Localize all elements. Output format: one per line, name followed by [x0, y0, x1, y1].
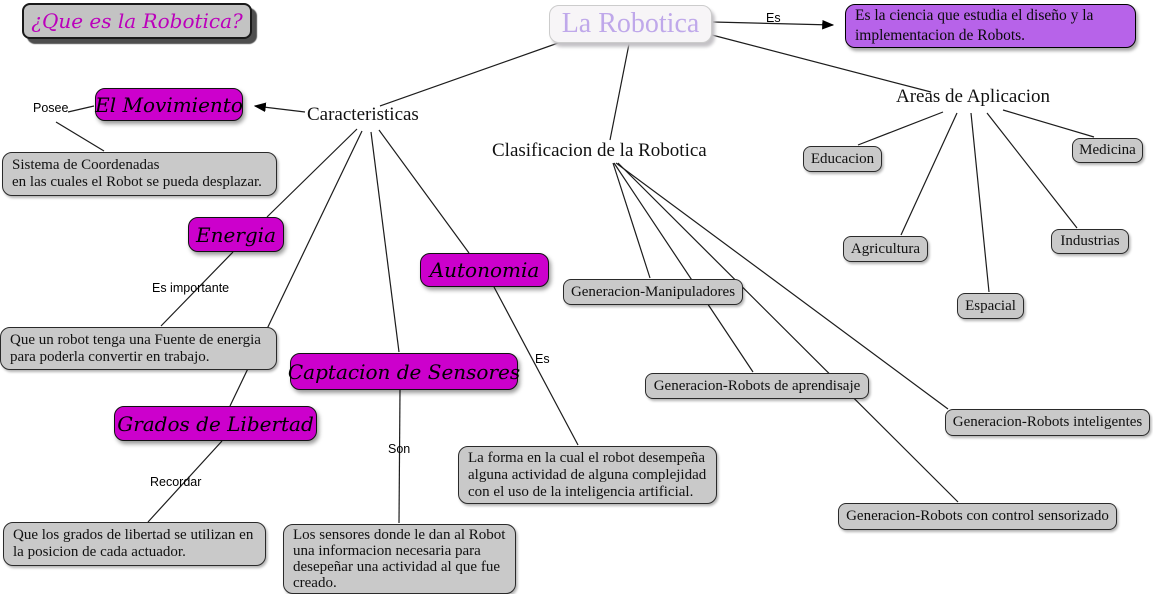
desc-line: la posicion de cada actuador. — [13, 544, 186, 560]
question-node[interactable]: ¿Que es la Robotica? — [22, 3, 252, 39]
desc-line: alguna actividad de alguna complejidad — [468, 466, 707, 483]
desc-grados-de-libertad[interactable]: Que los grados de libertad se utilizan e… — [3, 522, 266, 566]
edge-autonomia-desc — [493, 286, 579, 446]
edge-clasificacion-aprendisaje — [613, 162, 754, 373]
edge-areas-industrias — [986, 112, 1078, 229]
edge-grados-desc — [147, 440, 223, 523]
edge-clasificacion-sensorizado — [617, 162, 959, 503]
desc-autonomia[interactable]: La forma en la cual el robot desempeña a… — [458, 446, 717, 504]
desc-line: una informacion necesaria para — [293, 543, 481, 559]
desc-line: Sistema de Coordenadas — [12, 157, 160, 173]
edge-label-posee[interactable]: Posee — [33, 101, 69, 115]
edge-root-caracteristicas — [379, 41, 562, 107]
concept-captacion-de-sensores[interactable]: Captacion de Sensores — [288, 353, 520, 390]
edge-caracteristicas-autonomia — [378, 129, 470, 254]
concept-grados-de-libertad[interactable]: Grados de Libertad — [114, 406, 317, 441]
definition-node[interactable]: Es la ciencia que estudia el diseño y la… — [845, 4, 1136, 48]
concept-energia[interactable]: Energia — [188, 217, 284, 252]
definition-line: implementacion de Robots. — [855, 27, 1026, 44]
concept-autonomia[interactable]: Autonomia — [420, 253, 549, 287]
edge-label-es-importante[interactable]: Es importante — [152, 281, 230, 295]
desc-line: para poderla convertir en trabajo. — [10, 348, 210, 365]
edge-posee-desc — [55, 121, 105, 152]
edge-caracteristicas-energia — [266, 128, 358, 218]
edge-label-es-definition[interactable]: Es — [766, 11, 781, 25]
edge-root-definition — [712, 19, 835, 30]
node-generacion-robots-inteligentes[interactable]: Generacion-Robots inteligentes — [945, 409, 1150, 436]
definition-line: Es la ciencia que estudia el diseño y la — [855, 7, 1094, 24]
root-node[interactable]: La Robotica — [549, 5, 712, 43]
edge-areas-medicina — [1002, 109, 1095, 138]
edge-clasificacion-inteligentes — [615, 162, 949, 410]
edge-root-clasificacion — [609, 43, 630, 141]
node-educacion[interactable]: Educacion — [803, 146, 882, 172]
branch-areas[interactable]: Areas de Aplicacion — [896, 86, 1051, 107]
desc-captacion-de-sensores[interactable]: Los sensores donde le dan al Robot una i… — [283, 524, 516, 594]
edge-el-movimiento-posee — [67, 105, 95, 113]
node-generacion-manipuladores[interactable]: Generacion-Manipuladores — [563, 279, 743, 305]
desc-line: desepeñar una actividad al que fue — [293, 559, 500, 575]
concept-el-movimiento[interactable]: El Movimiento — [95, 88, 243, 121]
desc-el-movimiento[interactable]: Sistema de Coordenadas en las cuales el … — [2, 152, 277, 196]
desc-line: creado. — [293, 575, 337, 591]
node-generacion-robots-de-aprendisaje[interactable]: Generacion-Robots de aprendisaje — [645, 373, 869, 399]
desc-line: Los sensores donde le dan al Robot — [293, 527, 506, 543]
edge-label-es-autonomia[interactable]: Es — [535, 352, 550, 366]
edge-label-recordar[interactable]: Recordar — [150, 475, 202, 489]
edge-clasificacion-manipuladores — [612, 162, 651, 279]
node-espacial[interactable]: Espacial — [957, 293, 1024, 319]
node-medicina[interactable]: Medicina — [1072, 138, 1143, 163]
branch-clasificacion[interactable]: Clasificacion de la Robotica — [492, 140, 707, 161]
edge-energia-desc — [160, 251, 234, 327]
edge-areas-espacial — [970, 112, 990, 293]
node-agricultura[interactable]: Agricultura — [843, 236, 928, 262]
edge-caracteristicas-el-movimiento — [253, 102, 306, 113]
desc-line: Que un robot tenga una Fuente de energia — [10, 331, 261, 348]
edge-label-son[interactable]: Son — [388, 442, 411, 456]
edge-caracteristicas-captacion — [370, 131, 400, 353]
desc-energia[interactable]: Que un robot tenga una Fuente de energia… — [0, 327, 277, 370]
node-industrias[interactable]: Industrias — [1051, 229, 1129, 254]
node-generacion-robots-con-control-sensorizado[interactable]: Generacion-Robots con control sensorizad… — [838, 503, 1117, 530]
edge-areas-educacion — [857, 111, 944, 146]
edge-root-areas — [711, 34, 932, 93]
edge-captacion-desc — [398, 389, 401, 524]
branch-caracteristicas[interactable]: Caracteristicas — [307, 104, 419, 125]
desc-line: Que los grados de libertad se utilizan e… — [13, 527, 254, 543]
desc-line: en las cuales el Robot se pueda desplaza… — [12, 174, 262, 190]
desc-line: con el uso de la inteligencia artificial… — [468, 483, 694, 500]
desc-line: La forma en la cual el robot desempeña — [468, 449, 705, 466]
edge-areas-agricultura — [900, 112, 958, 236]
